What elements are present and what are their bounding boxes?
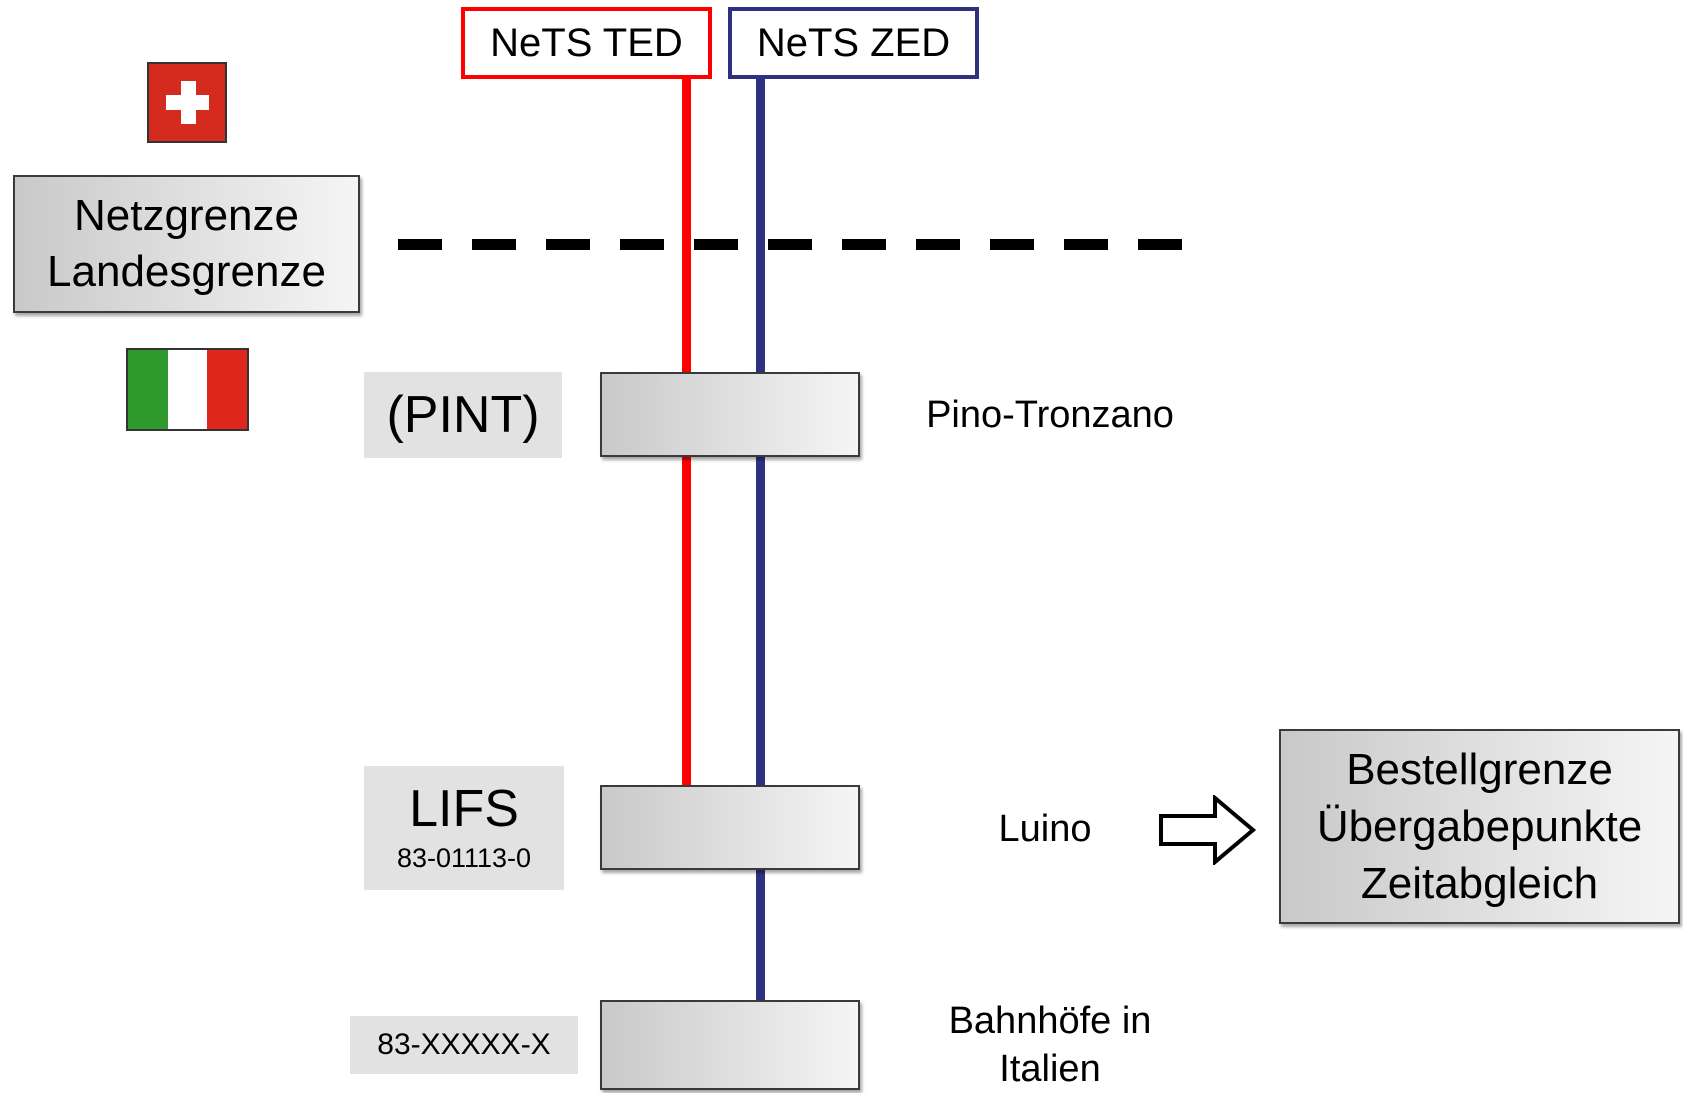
station-name-pino-tronzano: Pino-Tronzano xyxy=(900,394,1200,437)
order-line-zeitabgleich: Zeitabgleich xyxy=(1361,855,1598,912)
right-arrow-icon xyxy=(1158,795,1258,865)
station-code-text: LIFS xyxy=(409,782,519,837)
italy-flag-icon xyxy=(126,348,249,431)
station-block-pino-tronzano xyxy=(600,372,860,457)
station-code-text: (PINT) xyxy=(386,385,539,445)
italy-flag-red xyxy=(207,350,247,429)
nets-ted-label-box: NeTS TED xyxy=(461,7,712,79)
italy-flag-green xyxy=(128,350,168,429)
order-boundary-text: Bestellgrenze Übergabepunkte Zeitabgleic… xyxy=(1279,729,1680,924)
station-code-italy: 83-XXXXX-X xyxy=(350,1016,578,1074)
station-code-lifs: LIFS 83-01113-0 xyxy=(364,766,564,890)
nets-zed-label: NeTS ZED xyxy=(757,21,950,66)
station-code-pint: (PINT) xyxy=(364,372,562,458)
station-number-text: 83-XXXXX-X xyxy=(377,1028,550,1062)
legend-line-landesgrenze: Landesgrenze xyxy=(47,244,326,300)
station-number-text: 83-01113-0 xyxy=(397,843,531,874)
station-name-luino: Luino xyxy=(975,808,1115,851)
switzerland-flag-icon xyxy=(147,62,227,143)
station-name-italy: Bahnhöfe in Italien xyxy=(910,998,1190,1093)
station-block-italy xyxy=(600,1000,860,1090)
network-border-dashed-line xyxy=(398,239,1190,250)
station-name-line: Italien xyxy=(910,1046,1190,1093)
nets-zed-line xyxy=(756,79,765,1069)
nets-ted-label: NeTS TED xyxy=(490,21,683,66)
italy-flag-white xyxy=(168,350,208,429)
order-line-bestellgrenze: Bestellgrenze xyxy=(1346,741,1613,798)
legend-line-netzgrenze: Netzgrenze xyxy=(74,188,299,244)
border-legend-text: Netzgrenze Landesgrenze xyxy=(13,175,360,313)
order-line-uebergabepunkte: Übergabepunkte xyxy=(1317,798,1642,855)
station-name-line: Bahnhöfe in xyxy=(910,998,1190,1046)
nets-zed-label-box: NeTS ZED xyxy=(728,7,979,79)
station-block-luino xyxy=(600,785,860,870)
